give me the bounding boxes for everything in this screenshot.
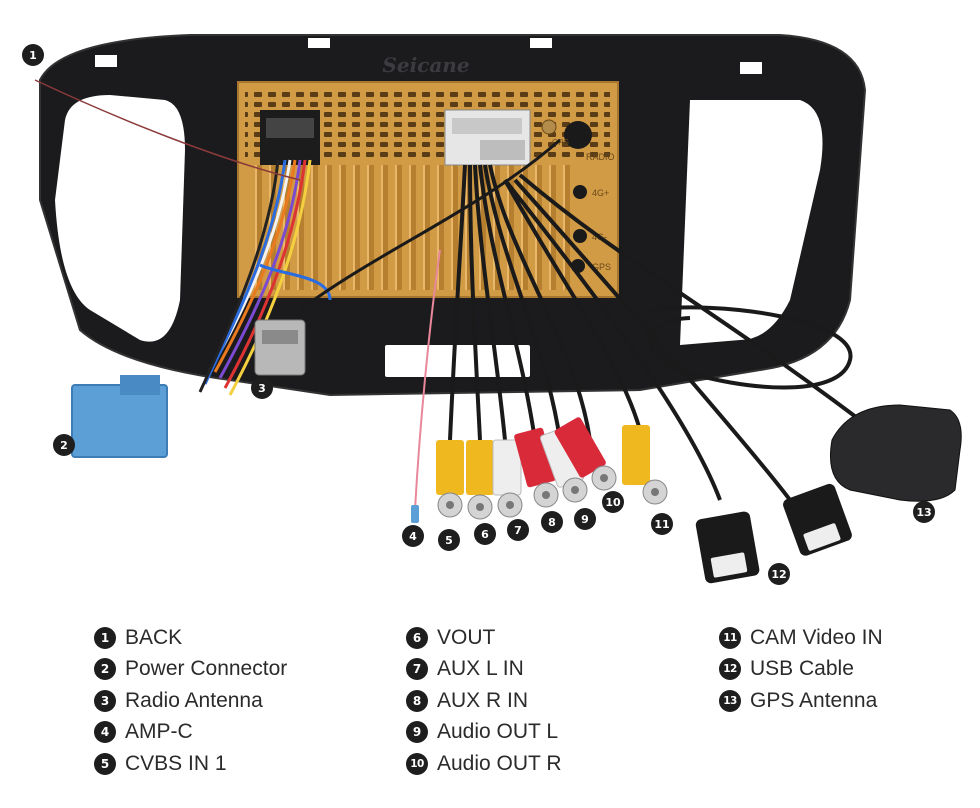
usb-plug-1 xyxy=(695,511,760,584)
svg-text:6: 6 xyxy=(481,528,489,541)
legend-label: USB Cable xyxy=(750,657,854,681)
legend-item-radio-antenna: 3 Radio Antenna xyxy=(94,685,287,717)
legend-label: Audio OUT R xyxy=(437,751,562,775)
port-label-gps: GPS xyxy=(592,262,611,272)
callout-9: 9 xyxy=(574,508,596,530)
legend-item-cam-video-in: 11 CAM Video IN xyxy=(719,622,883,654)
gps-antenna xyxy=(649,305,962,502)
legend-badge: 12 xyxy=(719,658,741,681)
legend-badge: 13 xyxy=(719,689,741,712)
callout-6: 6 xyxy=(474,523,496,545)
legend-badge: 8 xyxy=(406,689,428,712)
svg-text:1: 1 xyxy=(29,49,37,62)
legend-item-aux-r-in: 8 AUX R IN xyxy=(406,685,562,717)
rca-plug-audio-out-r xyxy=(554,417,617,491)
legend-badge: 2 xyxy=(94,658,116,681)
legend-badge: 11 xyxy=(719,626,741,649)
rca-plug-cvbs xyxy=(436,440,464,518)
legend-label: BACK xyxy=(125,625,183,649)
legend-label: VOUT xyxy=(437,625,496,649)
legend-label: AUX R IN xyxy=(437,688,529,712)
legend-label: Power Connector xyxy=(125,657,288,681)
svg-text:12: 12 xyxy=(771,568,786,581)
svg-text:11: 11 xyxy=(654,518,669,531)
port-label-radio: RADIO xyxy=(586,152,615,162)
legend-column-3: 11 CAM Video IN 12 USB Cable 13 GPS Ante… xyxy=(719,622,883,717)
legend-item-power-connector: 2 Power Connector xyxy=(94,654,287,686)
callout-5: 5 xyxy=(438,529,460,551)
svg-text:2: 2 xyxy=(60,439,68,452)
legend-label: GPS Antenna xyxy=(750,688,878,712)
callout-13: 13 xyxy=(913,501,935,523)
brand-logo: Seicane xyxy=(382,53,469,77)
callout-11: 11 xyxy=(651,513,673,535)
callout-10: 10 xyxy=(602,491,624,513)
svg-text:13: 13 xyxy=(916,506,931,519)
legend-column-2: 6 VOUT 7 AUX L IN 8 AUX R IN 9 Audio OUT… xyxy=(406,622,562,780)
amp-c-wire xyxy=(411,505,419,523)
legend-item-amp-c: 4 AMP-C xyxy=(94,717,287,749)
legend-badge: 9 xyxy=(406,721,428,744)
wiring-diagram: Seicane GPS RADIO 4G+ 4G- GPS xyxy=(22,34,962,585)
port-label-4g-plus: 4G+ xyxy=(592,188,609,198)
callout-1: 1 xyxy=(22,44,44,66)
usb-plug-2 xyxy=(783,483,852,556)
callout-3: 3 xyxy=(251,377,273,399)
legend-label: Audio OUT L xyxy=(437,720,559,744)
legend-label: CAM Video IN xyxy=(750,625,883,649)
wire-harness xyxy=(34,79,561,396)
callout-4: 4 xyxy=(402,525,424,547)
legend-item-audio-out-r: 10 Audio OUT R xyxy=(406,748,562,780)
legend-item-back: 1 BACK xyxy=(94,622,287,654)
signal-cables xyxy=(414,164,862,511)
legend-badge: 10 xyxy=(406,752,428,775)
svg-text:8: 8 xyxy=(548,516,556,529)
callout-2: 2 xyxy=(53,434,75,456)
legend-badge: 3 xyxy=(94,689,116,712)
callout-8: 8 xyxy=(541,511,563,533)
rca-plug-cam-video xyxy=(622,425,668,505)
head-unit xyxy=(237,81,619,298)
svg-text:5: 5 xyxy=(445,534,453,547)
legend-item-audio-out-l: 9 Audio OUT L xyxy=(406,717,562,749)
svg-text:9: 9 xyxy=(581,513,589,526)
legend: 1 BACK 2 Power Connector 3 Radio Antenna… xyxy=(0,622,980,792)
legend-column-1: 1 BACK 2 Power Connector 3 Radio Antenna… xyxy=(94,622,287,780)
svg-text:3: 3 xyxy=(258,382,266,395)
legend-label: AMP-C xyxy=(125,720,193,744)
callout-7: 7 xyxy=(507,519,529,541)
power-connector xyxy=(71,375,168,458)
legend-item-usb-cable: 12 USB Cable xyxy=(719,654,883,686)
rca-plug-aux-l xyxy=(492,439,523,518)
rca-plug-audio-out-l xyxy=(539,427,588,503)
radio-antenna-plug xyxy=(254,319,306,376)
legend-label: AUX L IN xyxy=(437,657,524,681)
callout-12: 12 xyxy=(768,563,790,585)
legend-label: CVBS IN 1 xyxy=(125,751,227,775)
legend-badge: 7 xyxy=(406,658,428,681)
legend-item-aux-l-in: 7 AUX L IN xyxy=(406,654,562,686)
port-label-gps-top: GPS xyxy=(552,138,569,147)
legend-badge: 5 xyxy=(94,752,116,775)
legend-label: Radio Antenna xyxy=(125,688,263,712)
legend-badge: 1 xyxy=(94,626,116,649)
legend-item-cvbs-in-1: 5 CVBS IN 1 xyxy=(94,748,287,780)
svg-text:4: 4 xyxy=(409,530,417,543)
legend-item-gps-antenna: 13 GPS Antenna xyxy=(719,685,883,717)
svg-text:7: 7 xyxy=(514,524,522,537)
svg-text:10: 10 xyxy=(605,496,621,509)
legend-item-vout: 6 VOUT xyxy=(406,622,562,654)
rca-plug-vout xyxy=(466,440,494,520)
legend-badge: 6 xyxy=(406,626,428,649)
legend-badge: 4 xyxy=(94,721,116,744)
